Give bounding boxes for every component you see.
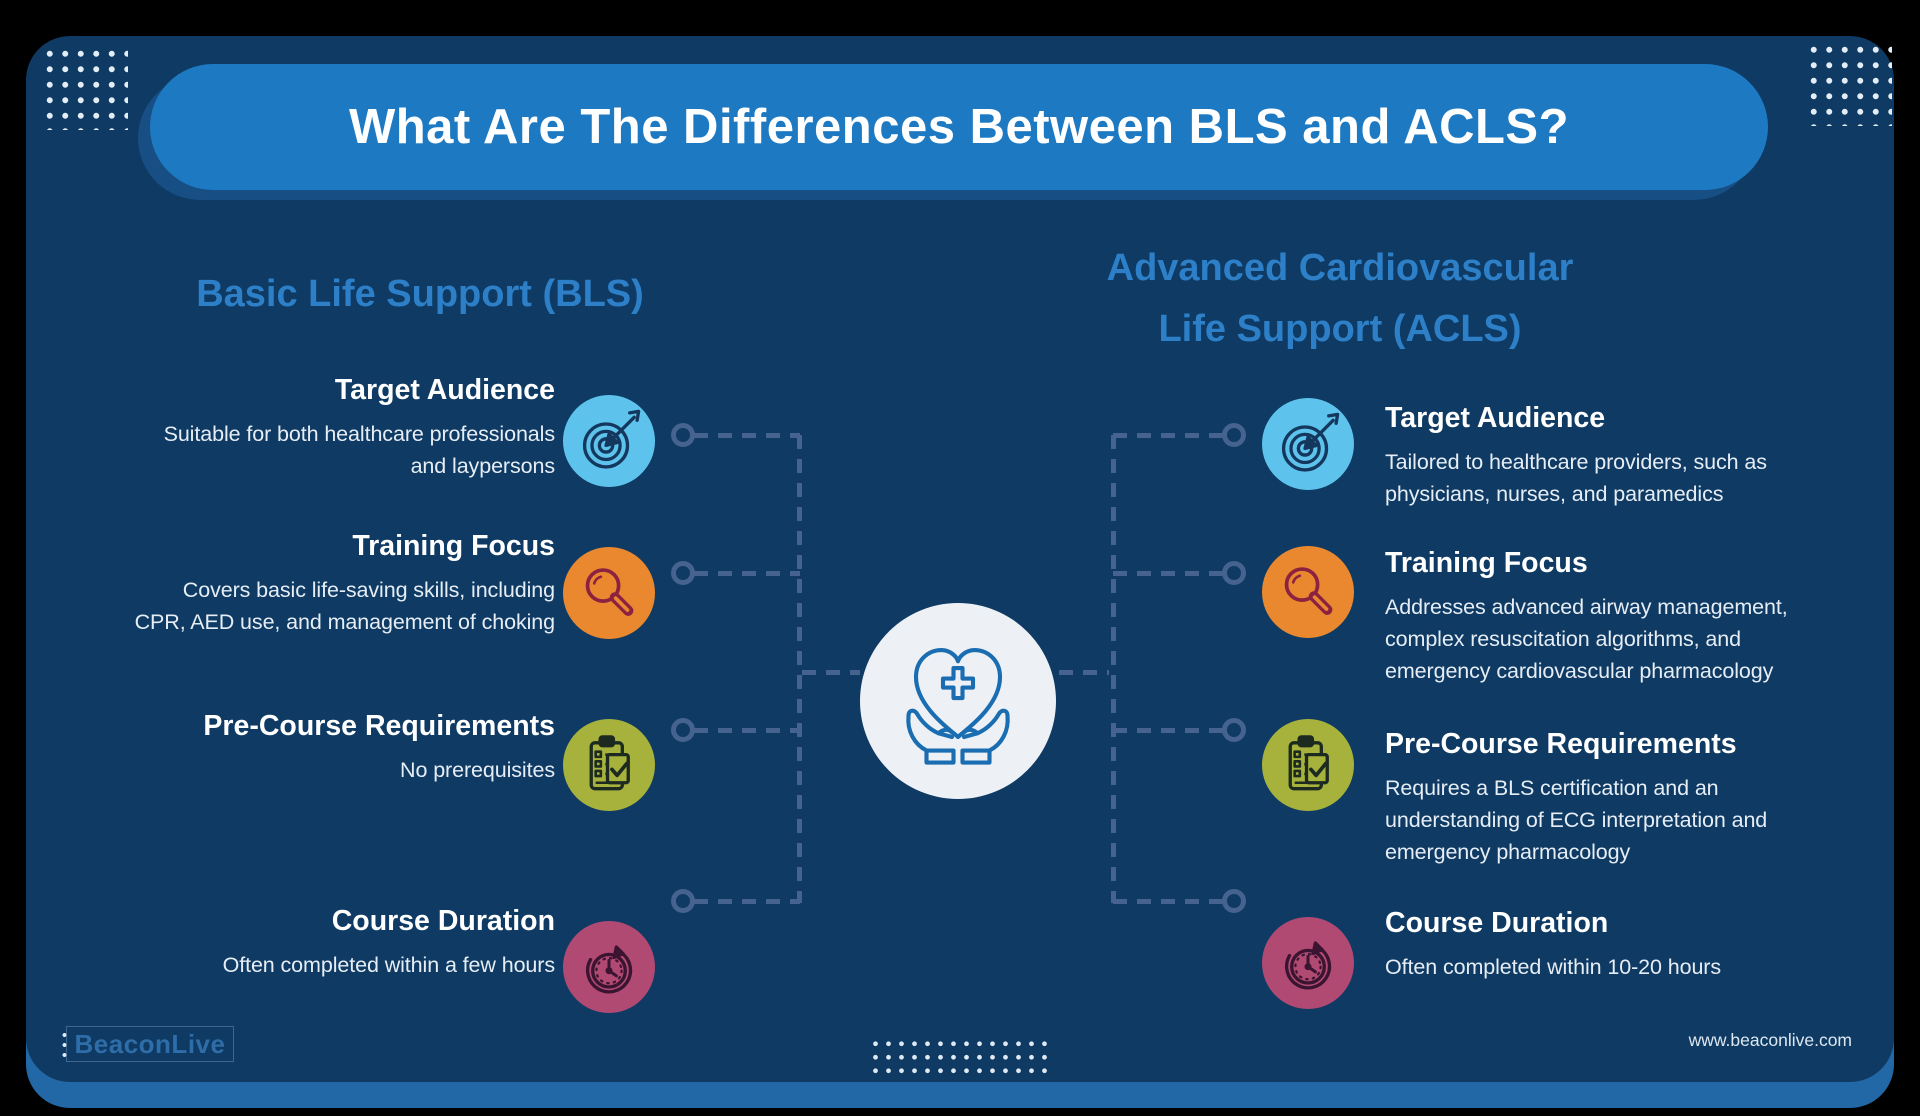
beaconlive-logo: BeaconLive [66, 1026, 234, 1062]
row-body: Tailored to healthcare providers, such a… [1385, 450, 1767, 506]
row-title: Target Audience [334, 374, 555, 406]
row-body: Often completed within 10-20 hours [1385, 955, 1722, 979]
clipboard-icon [563, 719, 655, 811]
row-body: Often completed within a few hours [222, 953, 556, 977]
dot-pattern-top-left [40, 44, 128, 130]
connector-line [1113, 433, 1223, 438]
connector-ring [671, 423, 695, 447]
connector-line [1113, 571, 1223, 576]
row-title: Target Audience [1385, 402, 1606, 434]
row-body: Suitable for both healthcare professiona… [163, 422, 556, 478]
connector-ring [671, 889, 695, 913]
row-title: Course Duration [1385, 907, 1609, 939]
bls-row-target-audience: Target Audience Suitable for both health… [85, 370, 556, 482]
connector-ring [1222, 561, 1246, 585]
logo-dot-accent [60, 1030, 68, 1058]
bls-column-heading: Basic Life Support (BLS) [196, 273, 644, 315]
row-body: No prerequisites [400, 758, 555, 782]
acls-row-training-focus: Training Focus Addresses advanced airway… [1385, 543, 1865, 687]
connector-ring [671, 718, 695, 742]
dot-pattern-top-right [1804, 40, 1892, 126]
acls-row-course-duration: Course Duration Often completed within 1… [1385, 903, 1865, 983]
acls-column-heading: Advanced Cardiovascular Life Support (AC… [1106, 247, 1574, 350]
bls-row-course-duration: Course Duration Often completed within a… [85, 901, 556, 981]
clock-icon [563, 921, 655, 1013]
connector-line [694, 571, 800, 576]
row-body: Addresses advanced airway management, co… [1385, 595, 1788, 683]
page-title: What Are The Differences Between BLS and… [348, 100, 1570, 154]
row-title: Training Focus [352, 530, 555, 562]
background-panel [26, 36, 1894, 1082]
bls-row-training-focus: Training Focus Covers basic life-saving … [85, 526, 555, 638]
connector-ring [671, 561, 695, 585]
magnifier-icon [563, 547, 655, 639]
connector-line [694, 728, 800, 733]
bls-row-pre-course-requirements: Pre-Course Requirements No prerequisites [85, 706, 555, 786]
connector-line [802, 670, 860, 675]
website-url: www.beaconlive.com [1688, 1030, 1852, 1050]
target-icon [563, 395, 655, 487]
connector-ring [1222, 423, 1246, 447]
connector-line [694, 433, 800, 438]
connector-line [797, 435, 802, 903]
acls-row-pre-course-requirements: Pre-Course Requirements Requires a BLS c… [1385, 724, 1865, 868]
acls-row-target-audience: Target Audience Tailored to healthcare p… [1385, 398, 1865, 510]
connector-line [1113, 899, 1223, 904]
connector-line [1059, 670, 1109, 675]
dot-pattern-bottom-center [868, 1036, 1048, 1078]
row-title: Course Duration [331, 905, 555, 937]
row-body: Covers basic life-saving skills, includi… [134, 578, 555, 634]
connector-ring [1222, 718, 1246, 742]
magnifier-icon [1262, 546, 1354, 638]
connector-ring [1222, 889, 1246, 913]
clipboard-icon [1262, 719, 1354, 811]
connector-line [694, 899, 800, 904]
target-icon [1262, 398, 1354, 490]
clock-icon [1262, 917, 1354, 1009]
center-emblem [860, 603, 1056, 799]
title-banner: What Are The Differences Between BLS and… [150, 64, 1768, 190]
row-title: Pre-Course Requirements [1385, 728, 1737, 760]
row-body: Requires a BLS certification and an unde… [1385, 776, 1768, 864]
row-title: Training Focus [1385, 547, 1588, 579]
row-title: Pre-Course Requirements [203, 710, 555, 742]
heart-in-hands-icon [906, 647, 1010, 765]
connector-line [1113, 728, 1223, 733]
connector-line [1111, 435, 1116, 903]
